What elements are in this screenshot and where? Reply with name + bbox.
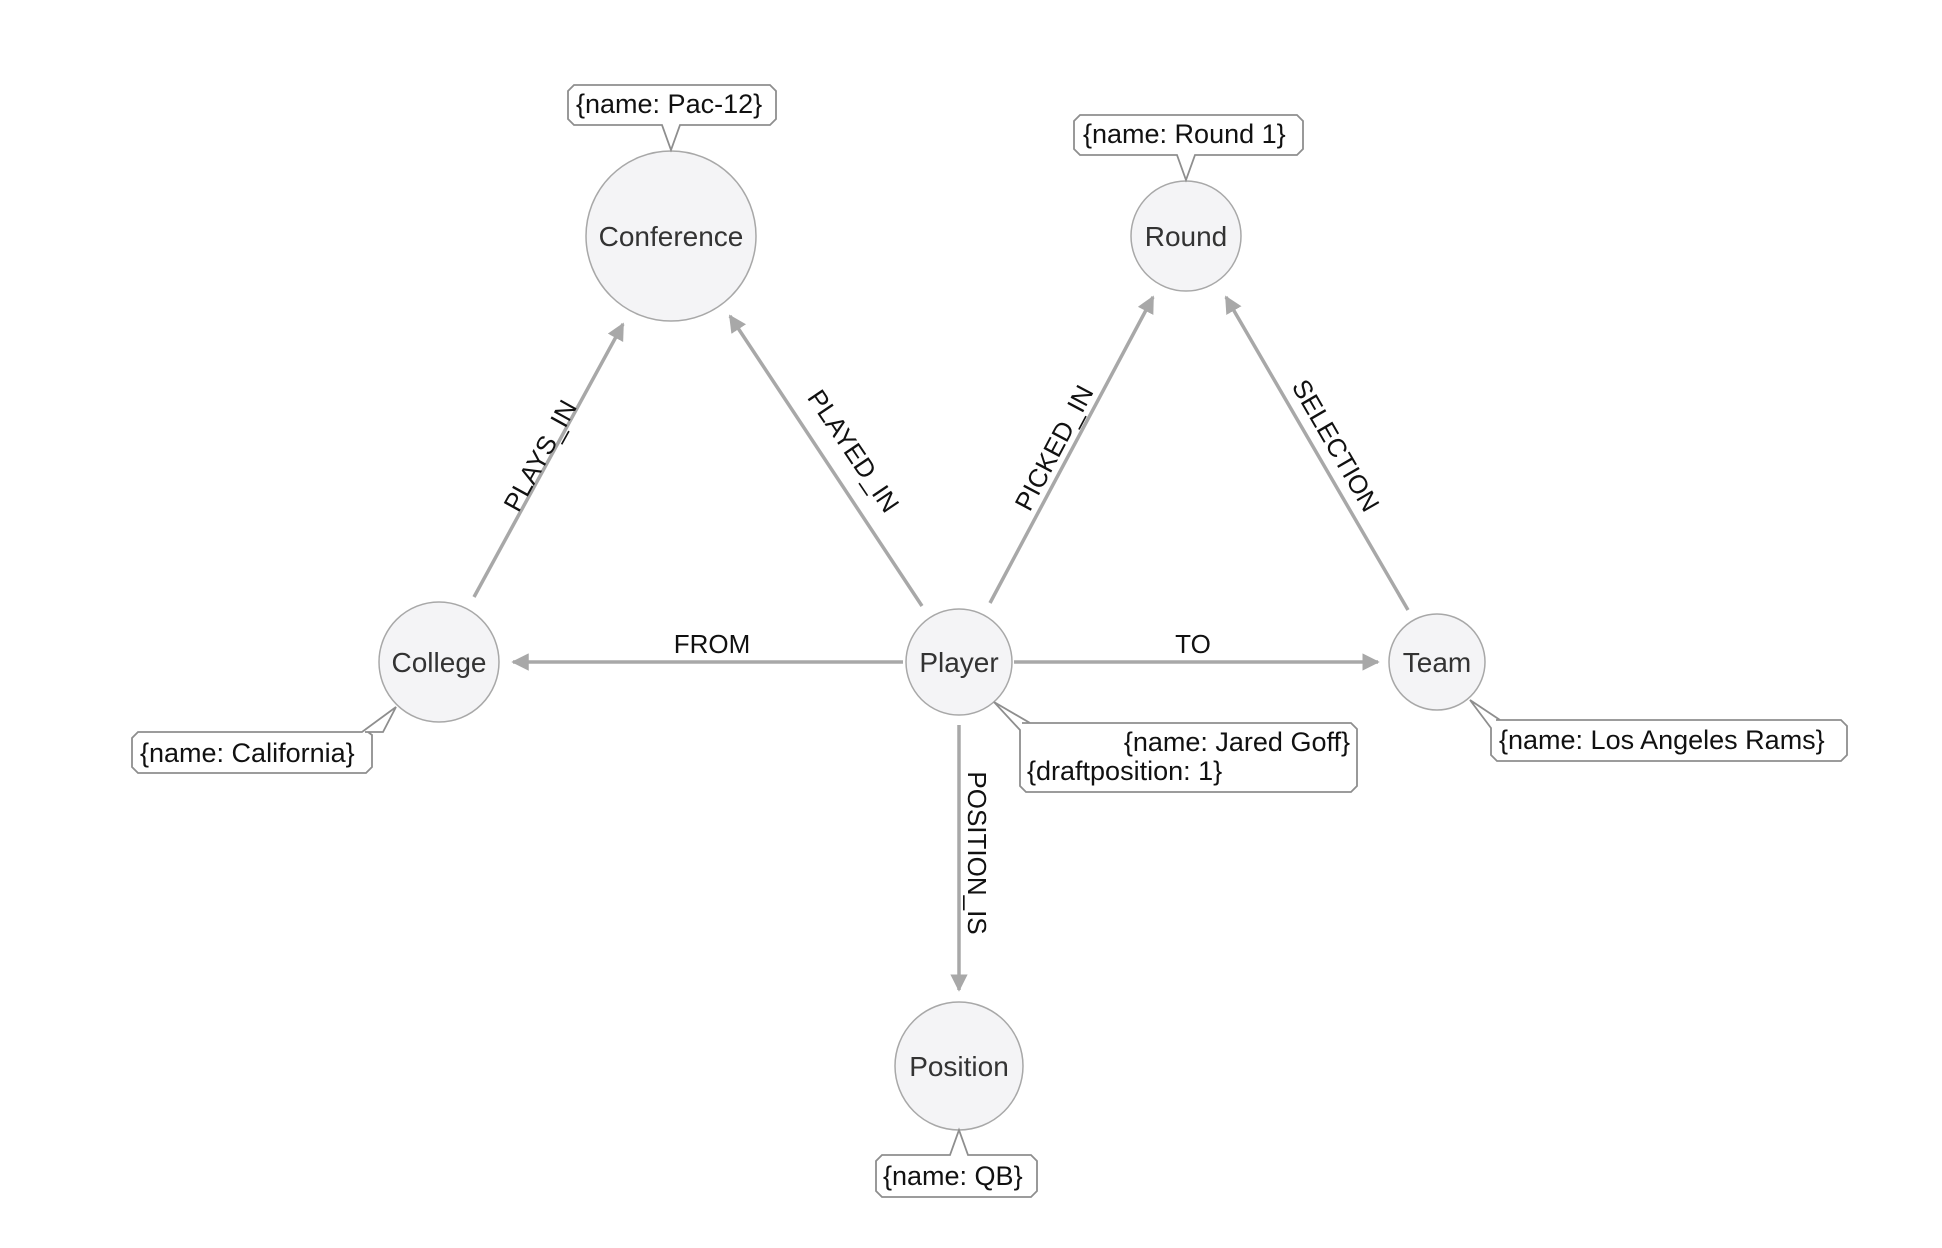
callout-college: {name: California} (131, 706, 397, 774)
edge-played-in[interactable]: PLAYED_IN (728, 314, 924, 607)
edge-label-to: TO (1175, 629, 1211, 659)
callout-conference: {name: Pac-12} (567, 84, 777, 153)
node-label-position: Position (909, 1051, 1009, 1082)
callout-player-line1: {name: Jared Goff} (1124, 727, 1350, 757)
node-label-team: Team (1403, 647, 1471, 678)
node-label-round: Round (1145, 221, 1228, 252)
edge-plays-in[interactable]: PLAYS_IN (472, 322, 625, 598)
node-college[interactable]: College (378, 601, 500, 723)
callout-college-text: {name: California} (140, 738, 355, 768)
edge-label-position-is: POSITION_IS (962, 771, 992, 934)
callout-player: {name: Jared Goff} {draftposition: 1} (993, 701, 1358, 793)
edge-from[interactable]: FROM (511, 629, 903, 671)
node-position[interactable]: Position (894, 1001, 1024, 1131)
edge-label-selection: SELECTION (1286, 374, 1386, 517)
edge-picked-in[interactable]: PICKED_IN (988, 295, 1155, 604)
edge-position-is[interactable]: POSITION_IS (950, 725, 992, 992)
callout-conference-text: {name: Pac-12} (576, 89, 762, 119)
callout-position: {name: QB} (875, 1127, 1038, 1198)
callout-round-text: {name: Round 1} (1083, 119, 1286, 149)
node-label-player: Player (919, 647, 998, 678)
callout-player-line2: {draftposition: 1} (1027, 756, 1222, 786)
edge-selection[interactable]: SELECTION (1224, 295, 1410, 611)
node-label-college: College (392, 647, 487, 678)
callout-team-text: {name: Los Angeles Rams} (1499, 725, 1825, 755)
callout-team: {name: Los Angeles Rams} (1469, 699, 1848, 762)
edge-label-played-in: PLAYED_IN (802, 384, 906, 518)
node-conference[interactable]: Conference (585, 150, 757, 322)
edge-label-picked-in: PICKED_IN (1009, 380, 1100, 515)
edge-label-plays-in: PLAYS_IN (497, 395, 583, 517)
edge-to[interactable]: TO (1014, 629, 1380, 671)
node-player[interactable]: Player (905, 608, 1013, 716)
edge-label-from: FROM (674, 629, 751, 659)
node-team[interactable]: Team (1388, 613, 1486, 711)
callout-position-text: {name: QB} (883, 1161, 1023, 1191)
node-label-conference: Conference (599, 221, 744, 252)
callout-round: {name: Round 1} (1073, 114, 1304, 183)
node-round[interactable]: Round (1130, 180, 1242, 292)
